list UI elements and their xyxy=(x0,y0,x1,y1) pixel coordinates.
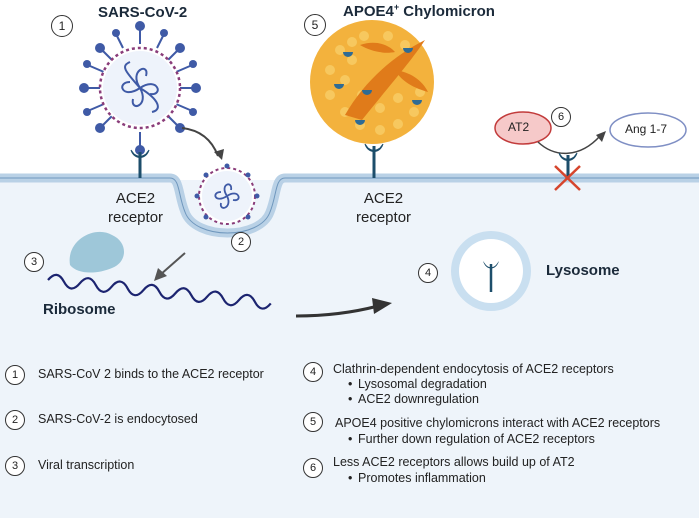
receptor-text: receptor xyxy=(356,209,412,226)
legend-text-4: Clathrin-dependent endocytosis of ACE2 r… xyxy=(333,362,614,376)
legend-num-5: 5 xyxy=(303,412,323,432)
step-marker-3: 3 xyxy=(24,252,44,272)
sars-cov-2-virion xyxy=(79,21,201,155)
ace2-receptor-right xyxy=(364,143,384,178)
lysosome-label: Lysosome xyxy=(546,262,620,279)
legend-bullet-6a: Promotes inflammation xyxy=(348,471,486,486)
apoe4-chylomicron-title: APOE4+ Chylomicron xyxy=(343,2,495,20)
cross-mark xyxy=(554,165,581,191)
legend-text-5: APOE4 positive chylomicrons interact wit… xyxy=(335,416,661,430)
ace2-receptor-label-left: ACE2 receptor xyxy=(108,189,163,227)
ribosome-shape xyxy=(69,231,124,273)
step-marker-6: 6 xyxy=(551,107,571,127)
ace2-receptor-label-right: ACE2 receptor xyxy=(356,189,411,227)
ace2-text: ACE2 xyxy=(363,190,404,207)
apoe4-superscript: + xyxy=(393,2,400,12)
arrow-to-lysosome xyxy=(295,304,379,318)
step-marker-1: 1 xyxy=(51,15,73,37)
legend-text-3: Viral transcription xyxy=(38,458,135,472)
sars-cov-2-title: SARS-CoV-2 xyxy=(98,4,188,21)
legend-num-2: 2 xyxy=(5,410,25,430)
at2-label: AT2 xyxy=(508,120,530,134)
legend-num-4: 4 xyxy=(303,362,323,382)
legend-text-1: SARS-CoV 2 binds to the ACE2 receptor xyxy=(38,367,264,381)
lysosome-vesicle xyxy=(451,231,531,311)
endocytosed-virion xyxy=(194,163,260,225)
ace2-receptor-left xyxy=(130,149,150,178)
legend-text-2: SARS-CoV-2 is endocytosed xyxy=(38,412,198,426)
step-marker-5: 5 xyxy=(304,14,326,36)
ang17-bubble xyxy=(609,112,687,148)
legend-num-3: 3 xyxy=(5,456,25,476)
apoe4-text: APOE4 xyxy=(343,3,394,20)
ace2-text: ACE2 xyxy=(115,190,156,207)
chylomicron-text: Chylomicron xyxy=(403,3,495,20)
ribosome-label: Ribosome xyxy=(43,301,116,318)
arrow-endosome-to-ribosome xyxy=(159,252,186,276)
legend-num-1: 1 xyxy=(5,365,25,385)
step-marker-2: 2 xyxy=(231,232,251,252)
at2-bubble xyxy=(494,111,552,145)
ace2-receptor-downregulated xyxy=(558,152,578,178)
step-marker-4: 4 xyxy=(418,263,438,283)
legend-text-6: Less ACE2 receptors allows build up of A… xyxy=(333,455,575,469)
ang17-label: Ang 1-7 xyxy=(625,122,668,136)
legend-bullet-4b: ACE2 downregulation xyxy=(348,392,479,407)
apoe4-chylomicron xyxy=(310,20,434,144)
mrna-strand xyxy=(47,273,272,310)
arrow-virus-to-endosome xyxy=(181,127,219,157)
receptor-text: receptor xyxy=(108,209,164,226)
legend-num-6: 6 xyxy=(303,458,323,478)
legend-bullet-5a: Further down regulation of ACE2 receptor… xyxy=(348,432,595,447)
legend-bullet-4a: Lysosomal degradation xyxy=(348,377,487,392)
conversion-arrow xyxy=(537,135,601,155)
